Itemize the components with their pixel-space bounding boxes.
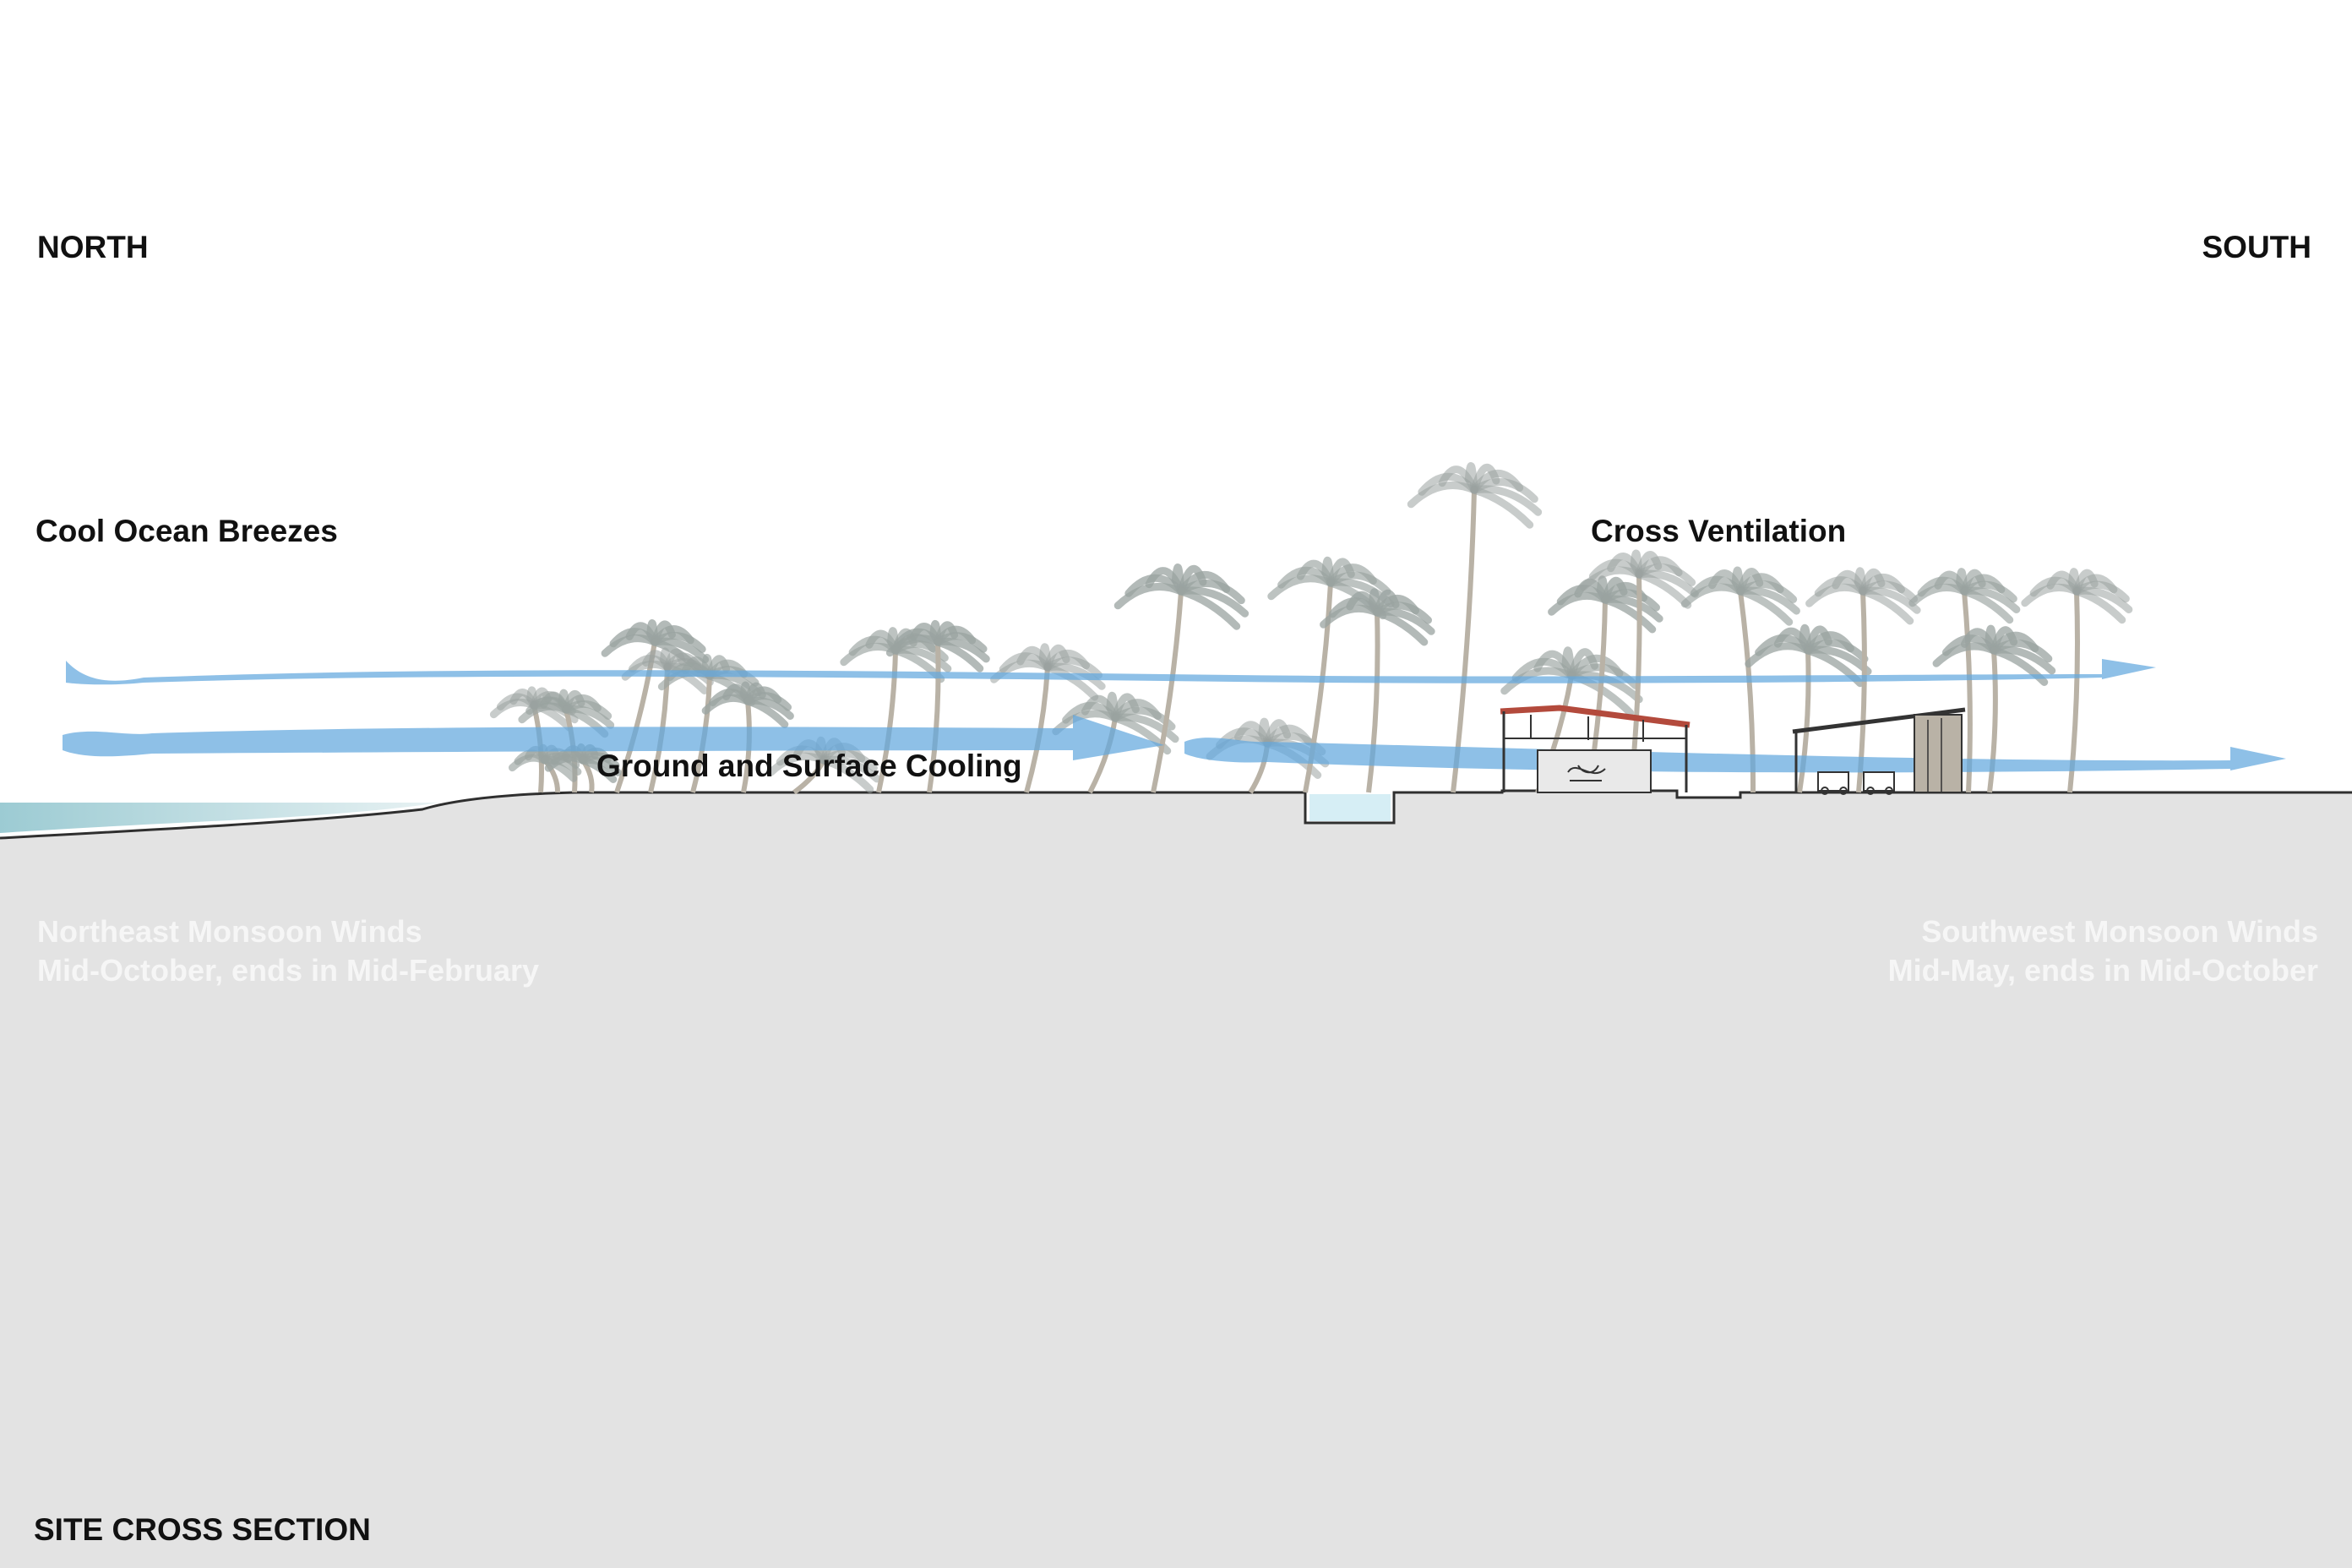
palm-trunk	[1987, 650, 1998, 793]
ocean	[0, 803, 439, 833]
palm-frond	[819, 756, 874, 793]
palm-trunk	[1151, 591, 1184, 793]
pool	[1309, 794, 1391, 821]
palm-frond	[2072, 587, 2126, 624]
palm-trunk	[876, 650, 898, 793]
northeast-monsoon-period: Mid-October, ends in Mid-February	[37, 953, 540, 988]
southwest-monsoon-caption: Southwest Monsoon Winds Mid-May, ends in…	[1888, 912, 2318, 990]
carport-section	[1792, 707, 1966, 795]
diagram-title: SITE CROSS SECTION	[34, 1512, 371, 1547]
palm-frond	[1177, 587, 1241, 630]
carport-storage	[1914, 714, 1963, 793]
southwest-monsoon-name: Southwest Monsoon Winds	[1921, 914, 2318, 949]
southwest-monsoon-period: Mid-May, ends in Mid-October	[1887, 953, 2318, 988]
palm-frond	[934, 638, 984, 672]
northeast-monsoon-caption: Northeast Monsoon Winds Mid-October, end…	[37, 912, 539, 990]
south-label: SOUTH	[2202, 230, 2312, 264]
palm-frond	[743, 697, 789, 728]
ground-section	[0, 791, 2352, 1568]
palm-trunk	[1087, 717, 1118, 794]
carport-roof	[1792, 707, 1966, 734]
car-right	[1863, 771, 1895, 792]
palm-frond	[1601, 596, 1657, 634]
ground-surface-cooling-label: Ground and Surface Cooling	[596, 749, 1022, 783]
northeast-monsoon-name: Northeast Monsoon Winds	[37, 914, 422, 949]
villa-roof	[1500, 705, 1690, 728]
north-label: NORTH	[37, 230, 149, 264]
palm-trunk	[1303, 582, 1333, 793]
palm-frond	[1373, 608, 1429, 646]
breeze-arrow-lower-north	[63, 715, 1164, 760]
palm-trunk	[1797, 650, 1811, 793]
palm-frond	[1470, 486, 1534, 529]
breeze-arrow-upper	[66, 659, 2156, 685]
palm-trunk	[927, 641, 941, 793]
cool-ocean-breezes-label: Cool Ocean Breezes	[35, 514, 338, 548]
breeze-arrow-lower-south	[1184, 738, 2286, 773]
cross-ventilation-label: Cross Ventilation	[1591, 514, 1847, 548]
palm-frond	[1859, 587, 1914, 625]
car-left	[1817, 771, 1849, 792]
palm-frond	[579, 756, 618, 783]
wind-arrows	[63, 659, 2286, 773]
palm-frond	[541, 756, 578, 782]
villa-section	[1500, 705, 1690, 793]
palm-trunk	[1366, 612, 1380, 793]
palm-frond	[1960, 587, 2014, 624]
ground-profile-line	[0, 789, 2352, 840]
palm-frond	[1736, 587, 1794, 626]
